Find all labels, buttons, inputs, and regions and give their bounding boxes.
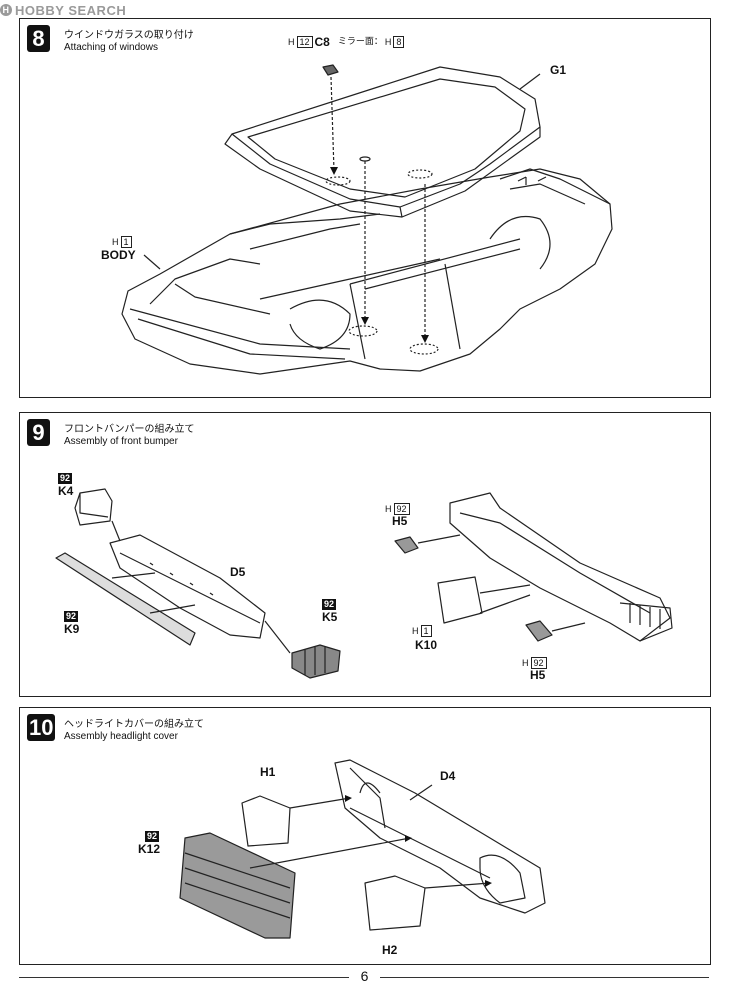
k5-paint-label: 92	[322, 599, 337, 610]
step-8-title-jp: ウインドウガラスの取り付け	[64, 30, 194, 41]
step-8-panel: 8 ウインドウガラスの取り付け Attaching of windows	[19, 18, 711, 398]
watermark-logo-icon: H	[0, 4, 12, 16]
k10-label: K10	[415, 638, 438, 652]
k4-paint-box: 92	[58, 473, 73, 484]
c8-part: C8	[314, 35, 330, 49]
h5-top-paint-label: H 92	[385, 503, 410, 515]
h5-bottom-paint-box: 92	[530, 657, 547, 669]
page-number-rule-left	[19, 977, 349, 978]
h5-top-prefix: H	[385, 504, 392, 514]
step-9-title-jp: フロントバンパーの組み立て	[64, 424, 195, 435]
h5-bottom-paint-label: H 92	[522, 657, 547, 669]
body-label: BODY	[101, 248, 136, 262]
step-9-bumper-illustration	[55, 488, 673, 679]
k9-paint-label: 92	[64, 611, 79, 622]
body-prefix: H	[112, 237, 119, 247]
k9-paint-box: 92	[64, 611, 79, 622]
g1-label: G1	[550, 63, 567, 77]
step-10-number: 10	[27, 714, 56, 741]
c8-prefix: H	[288, 37, 295, 47]
step-8-body-illustration	[121, 64, 613, 375]
watermark-text: HOBBY SEARCH	[15, 2, 127, 18]
c8-label: H 12 C8 ミラー面： H 8	[288, 35, 405, 49]
k9-label: K9	[64, 622, 80, 636]
step-9-number: 9	[27, 419, 50, 446]
k10-paint-label: H 1	[412, 625, 432, 637]
k4-paint-label: 92	[58, 473, 73, 484]
k5-label: K5	[322, 610, 338, 624]
k10-prefix: H	[412, 626, 419, 636]
k12-paint-box: 92	[145, 831, 160, 842]
step-10-headlight-illustration	[179, 759, 546, 939]
h5-bottom-prefix: H	[522, 658, 529, 668]
h2-label: H2	[382, 943, 398, 957]
step-8-number: 8	[27, 25, 50, 52]
k5-paint-box: 92	[322, 599, 337, 610]
body-paint-label: H 1	[112, 236, 132, 248]
k4-label: K4	[58, 484, 74, 498]
k12-paint-label: 92	[145, 831, 160, 842]
c8-paint-box: 12	[296, 36, 313, 48]
h5-top-label: H5	[392, 514, 408, 528]
d5-label: D5	[230, 565, 246, 579]
step-10-panel: 10 ヘッドライトカバーの組み立て Assembly headlight cov…	[19, 707, 711, 965]
step-9-title-en: Assembly of front bumper	[64, 436, 178, 447]
h5-top-paint-box: 92	[393, 503, 410, 515]
k12-label: K12	[138, 842, 161, 856]
mirror-paint-box: 8	[393, 36, 405, 48]
step-10-title-en: Assembly headlight cover	[64, 731, 178, 742]
h1-label: H1	[260, 765, 276, 779]
page-number: 6	[360, 968, 369, 984]
mirror-prefix: H	[384, 37, 392, 47]
page-number-rule-right	[380, 977, 709, 978]
step-8-title-en: Attaching of windows	[64, 42, 158, 53]
step-10-title-jp: ヘッドライトカバーの組み立て	[64, 719, 204, 730]
d4-label: D4	[440, 769, 456, 783]
k10-paint-box: 1	[420, 625, 432, 637]
watermark: H HOBBY SEARCH	[0, 0, 126, 20]
mirror-face-label: ミラー面：	[337, 37, 383, 47]
step-9-panel: 9 フロントバンパーの組み立て Assembly of front bumper	[19, 412, 711, 697]
h5-bottom-label: H5	[530, 668, 546, 682]
body-paint-box: 1	[120, 236, 132, 248]
